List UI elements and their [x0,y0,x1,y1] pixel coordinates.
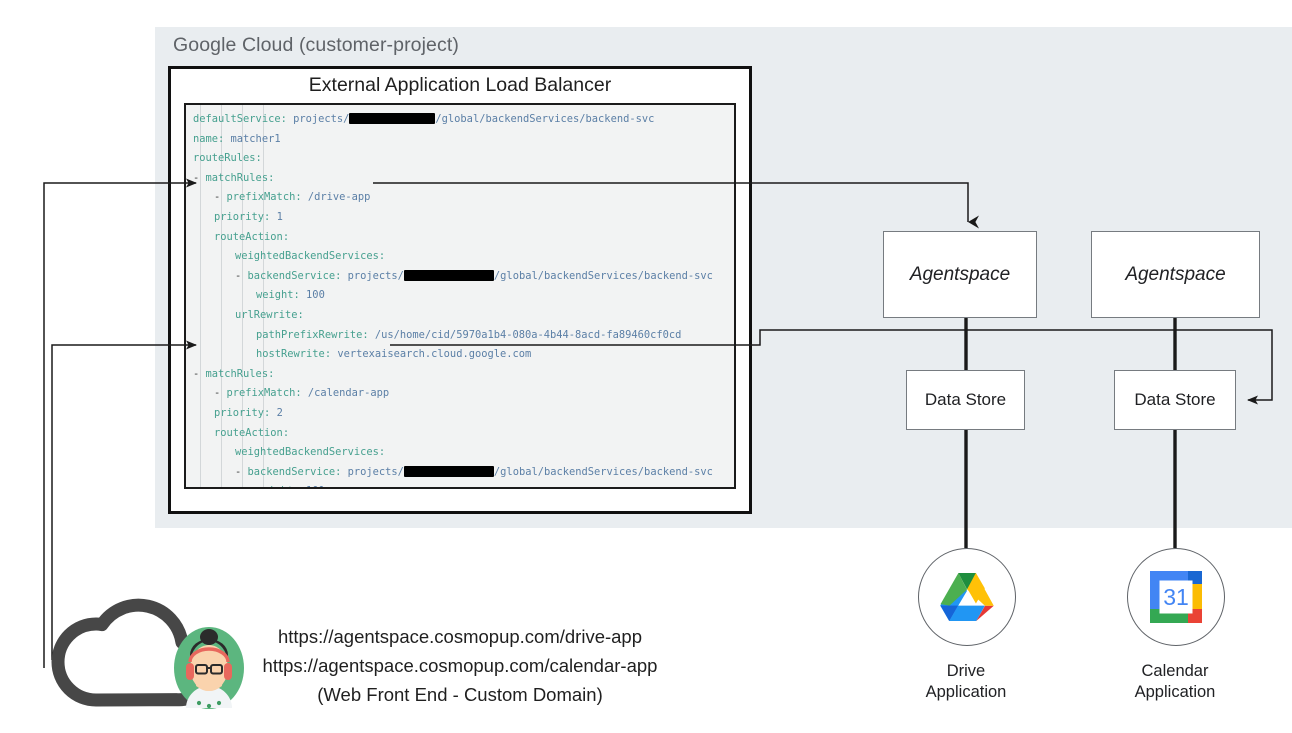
yaml-key: defaultService: [193,113,287,125]
yaml-value: - [193,171,206,184]
code-line: - prefixMatch: /drive-app [186,188,734,208]
yaml-key: priority: [214,210,271,223]
drive-application-circle[interactable] [918,548,1016,646]
google-cloud-panel-title: Google Cloud (customer-project) [173,34,459,56]
url-map-config-code-block: defaultService: projects/ /global/backend… [184,103,736,489]
yaml-value: - [214,387,227,400]
data-store-label: Data Store [1134,390,1216,409]
data-store-label: Data Store [924,390,1007,409]
drive-application-label: Drive Application [925,662,1007,701]
code-line: priority: 2 [186,404,734,424]
data-store-box-calendar[interactable]: Data Store [1114,370,1236,430]
yaml-value: projects/ [341,465,404,478]
yaml-key: backendService: [247,465,342,478]
yaml-value: /us/home/cid/5970a1b4-080a-4b44-8acd-fa8… [368,328,682,341]
yaml-value: /global/backendServices/backend-svc [435,113,655,125]
yaml-key: backendService: [247,269,342,282]
code-line: weightedBackendServices: [186,443,734,463]
yaml-value: - [193,367,206,380]
yaml-key: routeAction: [214,230,290,243]
google-drive-icon [940,573,994,621]
code-line: name: matcher1 [186,130,734,150]
yaml-value: - [235,465,248,478]
code-line: - backendService: projects/ /global/backe… [186,463,734,483]
code-line: routeRules: [186,149,734,169]
yaml-value: - [235,269,248,282]
yaml-key: priority: [214,406,271,419]
yaml-value: /drive-app [301,191,371,204]
yaml-key: hostRewrite: [256,348,332,361]
code-line: hostRewrite: vertexaisearch.cloud.google… [186,345,734,365]
yaml-value: 100 [299,289,325,302]
url-map-config-lines: defaultService: projects/ /global/backend… [186,110,734,487]
code-line: - matchRules: [186,365,734,385]
url-calendar[interactable]: https://agentspace.cosmopup.com/calendar… [262,655,658,676]
code-line: weightedBackendServices: [186,247,734,267]
code-line: routeAction: [186,228,734,248]
yaml-key: routeAction: [214,426,290,439]
code-line: - backendService: projects/ /global/backe… [186,267,734,287]
code-line: pathPrefixRewrite: /us/home/cid/5970a1b4… [186,326,734,346]
client-url-captions: https://agentspace.cosmopup.com/drive-ap… [180,622,740,709]
yaml-key: prefixMatch: [226,191,302,204]
yaml-value: 1 [270,210,283,223]
yaml-value: matcher1 [224,132,281,145]
agentspace-box-calendar[interactable]: Agentspace [1091,231,1260,318]
yaml-value: projects/ [341,269,404,282]
redacted-project-id [403,269,494,281]
yaml-key: prefixMatch: [226,387,302,400]
yaml-key: weightedBackendServices: [235,446,386,459]
code-line: priority: 1 [186,208,734,228]
google-calendar-icon: 31 [1150,571,1202,623]
data-store-box-drive[interactable]: Data Store [906,370,1025,430]
redacted-project-id [349,113,436,124]
code-line: routeAction: [186,424,734,444]
yaml-key: weight: [256,485,300,487]
code-line: - prefixMatch: /calendar-app [186,384,734,404]
yaml-key: matchRules: [205,367,275,380]
agentspace-label: Agentspace [909,263,1011,285]
yaml-value: 101 [300,485,325,487]
yaml-key: routeRules: [193,152,262,165]
svg-text:31: 31 [1163,584,1189,610]
yaml-value: projects/ [286,113,350,125]
code-line: urlRewrite: [186,306,734,326]
load-balancer-title: External Application Load Balancer [308,74,612,96]
code-line: weight: 101 [186,482,734,487]
code-line: weight: 100 [186,286,734,306]
yaml-key: pathPrefixRewrite: [256,328,369,341]
code-line: - matchRules: [186,169,734,189]
yaml-value: - [214,191,227,204]
yaml-key: weightedBackendServices: [235,250,386,263]
yaml-key: weight: [256,289,300,302]
url-drive[interactable]: https://agentspace.cosmopup.com/drive-ap… [277,626,643,647]
agentspace-box-drive[interactable]: Agentspace [883,231,1037,318]
yaml-key: urlRewrite: [235,308,304,321]
agentspace-label: Agentspace [1125,263,1226,285]
web-front-end-caption: (Web Front End - Custom Domain) [317,684,603,705]
calendar-application-circle[interactable]: 31 [1127,548,1225,646]
yaml-value: /global/backendServices/backend-svc [493,465,713,478]
yaml-value: /calendar-app [301,387,390,400]
redacted-project-id [403,465,494,477]
yaml-key: matchRules: [205,171,275,184]
yaml-value: /global/backendServices/backend-svc [493,269,713,282]
yaml-value: vertexaisearch.cloud.google.com [331,348,532,361]
code-line: defaultService: projects/ /global/backend… [186,110,734,130]
yaml-value: 2 [270,406,283,419]
calendar-application-label: Calendar Application [1134,662,1216,701]
yaml-key: name: [193,132,225,145]
